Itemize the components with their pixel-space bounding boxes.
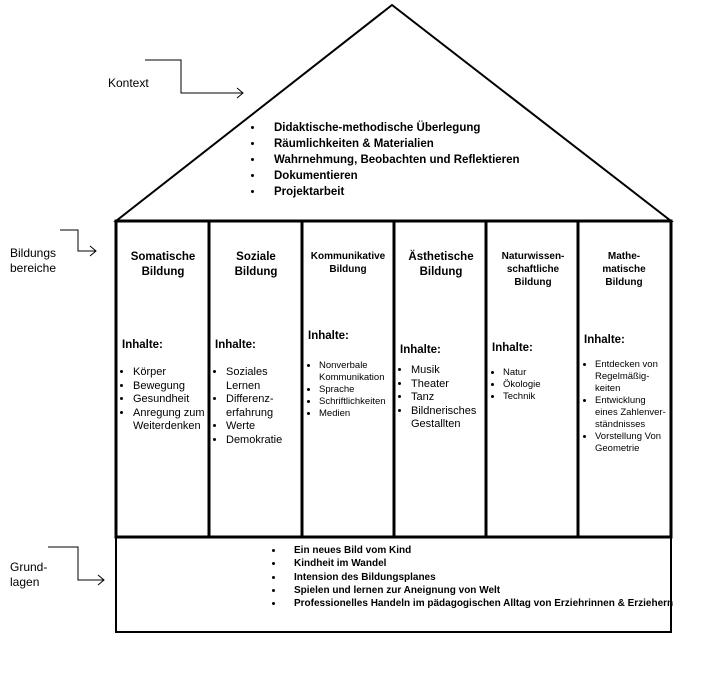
content-item: Nonverbale Kommunikation: [319, 360, 392, 384]
content-item: Bildnerisches Gestallten: [411, 405, 486, 432]
foundation-item: Professionelles Handeln im pädagogischen…: [284, 597, 673, 610]
title-line: Bildung: [419, 266, 463, 278]
title-line: Mathe-: [607, 251, 641, 262]
label-line: lagen: [10, 575, 40, 589]
inhalte-heading: Inhalte:: [492, 342, 533, 354]
title-line: Bildung: [234, 266, 278, 278]
pillar-content-list: MusikTheaterTanzBildnerisches Gestallten: [398, 364, 486, 432]
content-item: Sprache: [319, 384, 392, 396]
title-line: Somatische: [130, 251, 196, 263]
content-item: Technik: [503, 391, 578, 403]
title-line: Ästhetische: [408, 251, 474, 263]
content-item: Theater: [411, 378, 486, 392]
content-item: Werte: [226, 420, 301, 434]
pillar-content-list: Soziales LernenDifferenz-erfahrungWerteD…: [213, 366, 301, 447]
roof-item: Dokumentieren: [264, 168, 520, 184]
foundation-item: Ein neues Bild vom Kind: [284, 544, 673, 557]
inhalte-heading: Inhalte:: [584, 334, 625, 346]
title-line: Bildung: [141, 266, 185, 278]
pillar-content-list: Nonverbale KommunikationSpracheSchriftli…: [306, 360, 392, 420]
pillar-dividers: [207, 221, 580, 537]
inhalte-heading: Inhalte:: [400, 344, 441, 356]
grundlagen-arrow-icon: [48, 546, 104, 581]
grundlagen-label: Grund-lagen: [10, 560, 47, 590]
content-item: Natur: [503, 367, 578, 379]
content-item: Körper: [133, 366, 208, 380]
content-item: Ökologie: [503, 379, 578, 391]
inhalte-heading: Inhalte:: [122, 339, 163, 351]
inhalte-heading: Inhalte:: [308, 330, 349, 342]
roof-item: Projektarbeit: [264, 184, 520, 200]
title-line: Soziale: [236, 251, 276, 263]
title-line: Kommunikative: [310, 251, 386, 262]
content-item: Bewegung: [133, 380, 208, 394]
roof-list: Didaktische-methodische Überlegung Räuml…: [250, 120, 520, 200]
pillar-content-list: Entdecken von Regelmäßig-keitenEntwicklu…: [582, 359, 668, 455]
content-item: Entwicklung eines Zahlenver-ständnisses: [595, 395, 668, 431]
title-line: matische: [602, 264, 646, 275]
label-line: Bildungs: [10, 246, 57, 260]
content-item: Demokratie: [226, 434, 301, 448]
kontext-arrow-icon: [145, 59, 243, 94]
title-line: Bildung: [514, 277, 552, 288]
kontext-label: Kontext: [108, 76, 149, 90]
content-item: Differenz-erfahrung: [226, 393, 301, 420]
title-line: Bildung: [329, 264, 367, 275]
roof-item: Wahrnehmung, Beobachten und Reflektieren: [264, 152, 520, 168]
content-item: Anregung zum Weiterdenken: [133, 407, 208, 434]
content-item: Gesundheit: [133, 393, 208, 407]
content-item: Soziales Lernen: [226, 366, 301, 393]
pillar-content-list: NaturÖkologieTechnik: [490, 367, 578, 403]
bildungsbereiche-arrow-icon: [60, 229, 96, 252]
label-line: bereiche: [10, 261, 57, 275]
roof-item: Räumlichkeiten & Materialien: [264, 136, 520, 152]
content-item: Musik: [411, 364, 486, 378]
content-item: Entdecken von Regelmäßig-keiten: [595, 359, 668, 395]
title-line: schaftliche: [506, 264, 560, 275]
pillar-content-list: KörperBewegungGesundheitAnregung zum Wei…: [120, 366, 208, 434]
foundation-box: [115, 536, 672, 633]
foundation-item: Kindheit im Wandel: [284, 557, 673, 570]
title-line: Bildung: [605, 277, 643, 288]
label-line: Grund-: [10, 560, 48, 574]
roof-item: Didaktische-methodische Überlegung: [264, 120, 520, 136]
inhalte-heading: Inhalte:: [215, 339, 256, 351]
title-line: Naturwissen-: [501, 251, 565, 262]
foundation-list: Ein neues Bild vom Kind Kindheit im Wand…: [270, 544, 673, 610]
content-item: Medien: [319, 408, 392, 420]
foundation-item: Intension des Bildungsplanes: [284, 571, 673, 584]
arrows: [48, 59, 244, 586]
content-item: Tanz: [411, 391, 486, 405]
content-item: Vorstellung Von Geometrie: [595, 431, 668, 455]
foundation-item: Spielen und lernen zur Aneignung von Wel…: [284, 584, 673, 597]
content-item: Schriftlichkeiten: [319, 396, 392, 408]
